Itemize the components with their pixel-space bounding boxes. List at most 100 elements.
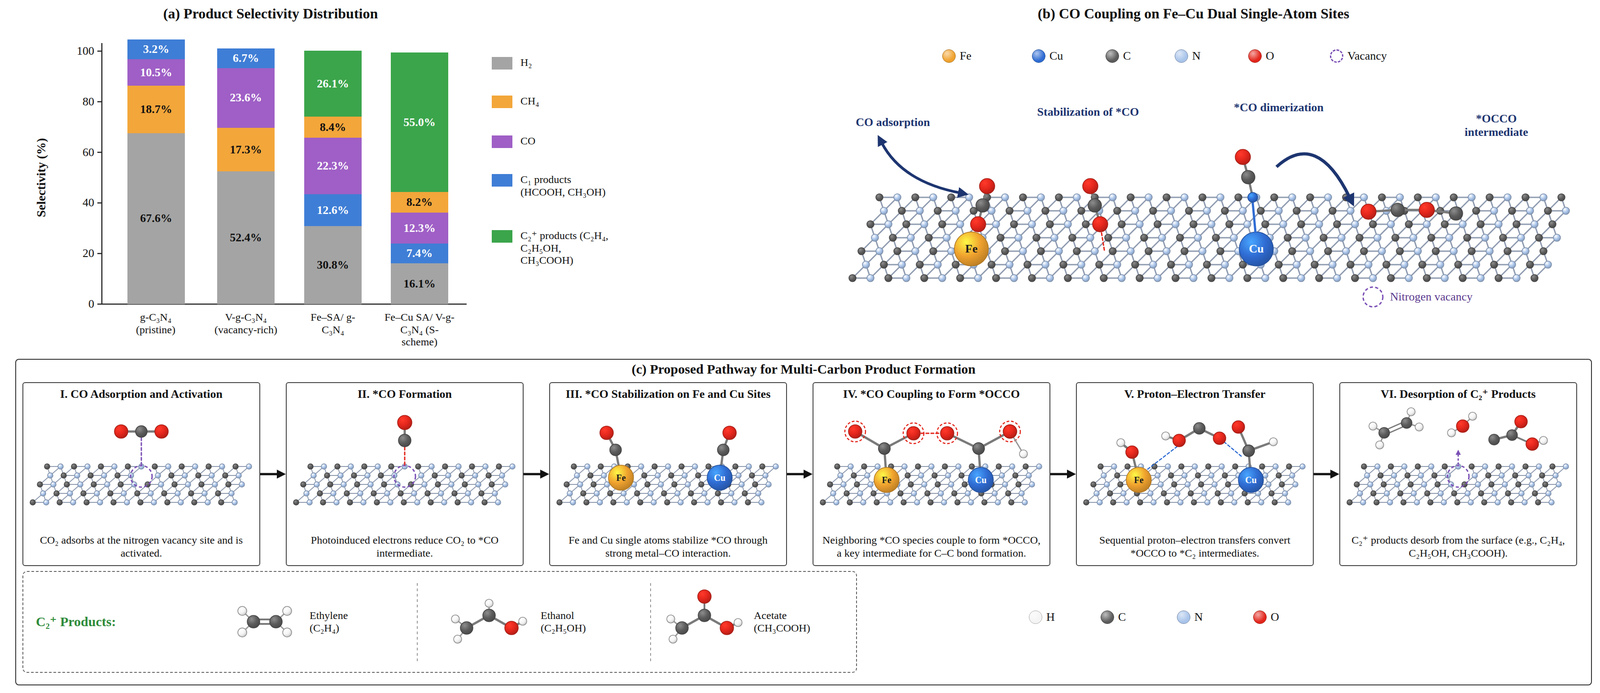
atom-sphere (428, 499, 434, 506)
atom-sphere (668, 472, 674, 479)
atom-sphere (1468, 193, 1476, 202)
step-illustration (1083, 420, 1306, 506)
atom-sphere (401, 499, 407, 506)
atom-sphere (651, 463, 658, 470)
atom-sphere (664, 499, 670, 506)
atom-sphere (1495, 220, 1503, 228)
atom-sphere (620, 490, 627, 497)
atom-sphere (201, 490, 208, 497)
atom-sphere (887, 499, 893, 506)
atom-sphere (300, 481, 307, 488)
atom-sphere (98, 463, 104, 470)
atom-sphere (1122, 234, 1130, 242)
atom-sphere (884, 274, 892, 282)
atom-sphere (665, 463, 671, 470)
atom-sphere (47, 472, 53, 479)
atom-sphere (580, 490, 586, 497)
atom-sphere (914, 499, 920, 506)
atom-sphere (1419, 202, 1435, 218)
atom-sphere (1526, 207, 1534, 215)
atom-sphere (1239, 207, 1247, 215)
atom-sphere (911, 193, 919, 202)
atom-sphere (677, 499, 684, 506)
atom-sphere (674, 490, 681, 497)
atom-sphere (1472, 207, 1480, 215)
atom-sphere (435, 481, 441, 488)
atom-sphere (1486, 247, 1494, 255)
atom-sphere (171, 481, 178, 488)
atom-sphere (742, 490, 748, 497)
atom-sphere (320, 499, 326, 506)
atom-sphere (1088, 198, 1102, 213)
atom-sphere (1243, 220, 1251, 228)
atom-sphere (968, 467, 994, 493)
atom-sphere (1180, 193, 1189, 202)
atom-sphere (1503, 193, 1512, 202)
atom-sphere (1346, 261, 1355, 269)
atom-sphere (1077, 207, 1085, 215)
atom-sphere (661, 490, 667, 497)
atom-sphere (74, 472, 80, 479)
atom-sphere (1022, 499, 1028, 506)
atom-sphere (837, 472, 844, 479)
atom-sphere (134, 490, 140, 497)
atom-sphere (695, 472, 701, 479)
atom-sphere (114, 424, 128, 439)
atom-sphere (107, 490, 114, 497)
axis-tick (97, 253, 102, 255)
atom-sphere (644, 481, 651, 488)
atom-sphere (834, 463, 840, 470)
atom-sphere (1131, 261, 1139, 269)
atom-sphere (1477, 220, 1485, 228)
atom-sphere (371, 490, 377, 497)
atom-sphere (1508, 207, 1516, 215)
atom-sphere (968, 499, 974, 506)
atom-sphere (1311, 207, 1319, 215)
atom-sphere (848, 274, 857, 282)
atom-sphere (462, 481, 468, 488)
atom-sphere (1028, 220, 1036, 228)
atom-sphere (1203, 261, 1211, 269)
atom-sphere (1409, 234, 1417, 242)
atom-sphere (1293, 261, 1301, 269)
atom-sphere (938, 274, 946, 282)
atom-sphere (732, 463, 739, 470)
atom-sphere (874, 467, 900, 493)
atom-sphere (975, 198, 990, 213)
bond-line (1252, 202, 1256, 232)
atom-sphere (459, 472, 465, 479)
atom-sphere (1018, 490, 1025, 497)
atom-sphere (53, 490, 60, 497)
atom-sphere (938, 220, 946, 228)
highlight-ring (936, 423, 958, 444)
atom-sphere (44, 463, 50, 470)
atom-sphere (1355, 234, 1364, 242)
atom-sphere (155, 472, 161, 479)
atom-sphere (1010, 220, 1018, 228)
atom-sphere (1032, 234, 1041, 242)
atom-sphere (608, 465, 634, 491)
atom-sphere (965, 193, 973, 202)
atom-sphere (441, 499, 447, 506)
atom-sphere (1203, 207, 1211, 215)
atom-sphere (641, 472, 647, 479)
atom-sphere (485, 472, 492, 479)
atom-sphere (387, 499, 394, 506)
atom-sphere (218, 499, 224, 506)
step-illustration (556, 426, 779, 506)
atom-sphere (996, 463, 1002, 470)
atom-sphere (1136, 274, 1144, 282)
atom-sphere (1185, 261, 1193, 269)
atom-sphere (1059, 261, 1067, 269)
atom-sphere (1019, 193, 1027, 202)
atom-sphere (820, 499, 826, 506)
atom-sphere (880, 261, 888, 269)
atom-sphere (174, 490, 181, 497)
atom-sphere (1539, 193, 1548, 202)
atom-sphere (1441, 220, 1449, 228)
atom-sphere (1360, 204, 1377, 220)
atom-sphere (347, 499, 353, 506)
atom-sphere (637, 499, 643, 506)
atom-sphere (921, 481, 927, 488)
atom-sphere (1014, 234, 1023, 242)
